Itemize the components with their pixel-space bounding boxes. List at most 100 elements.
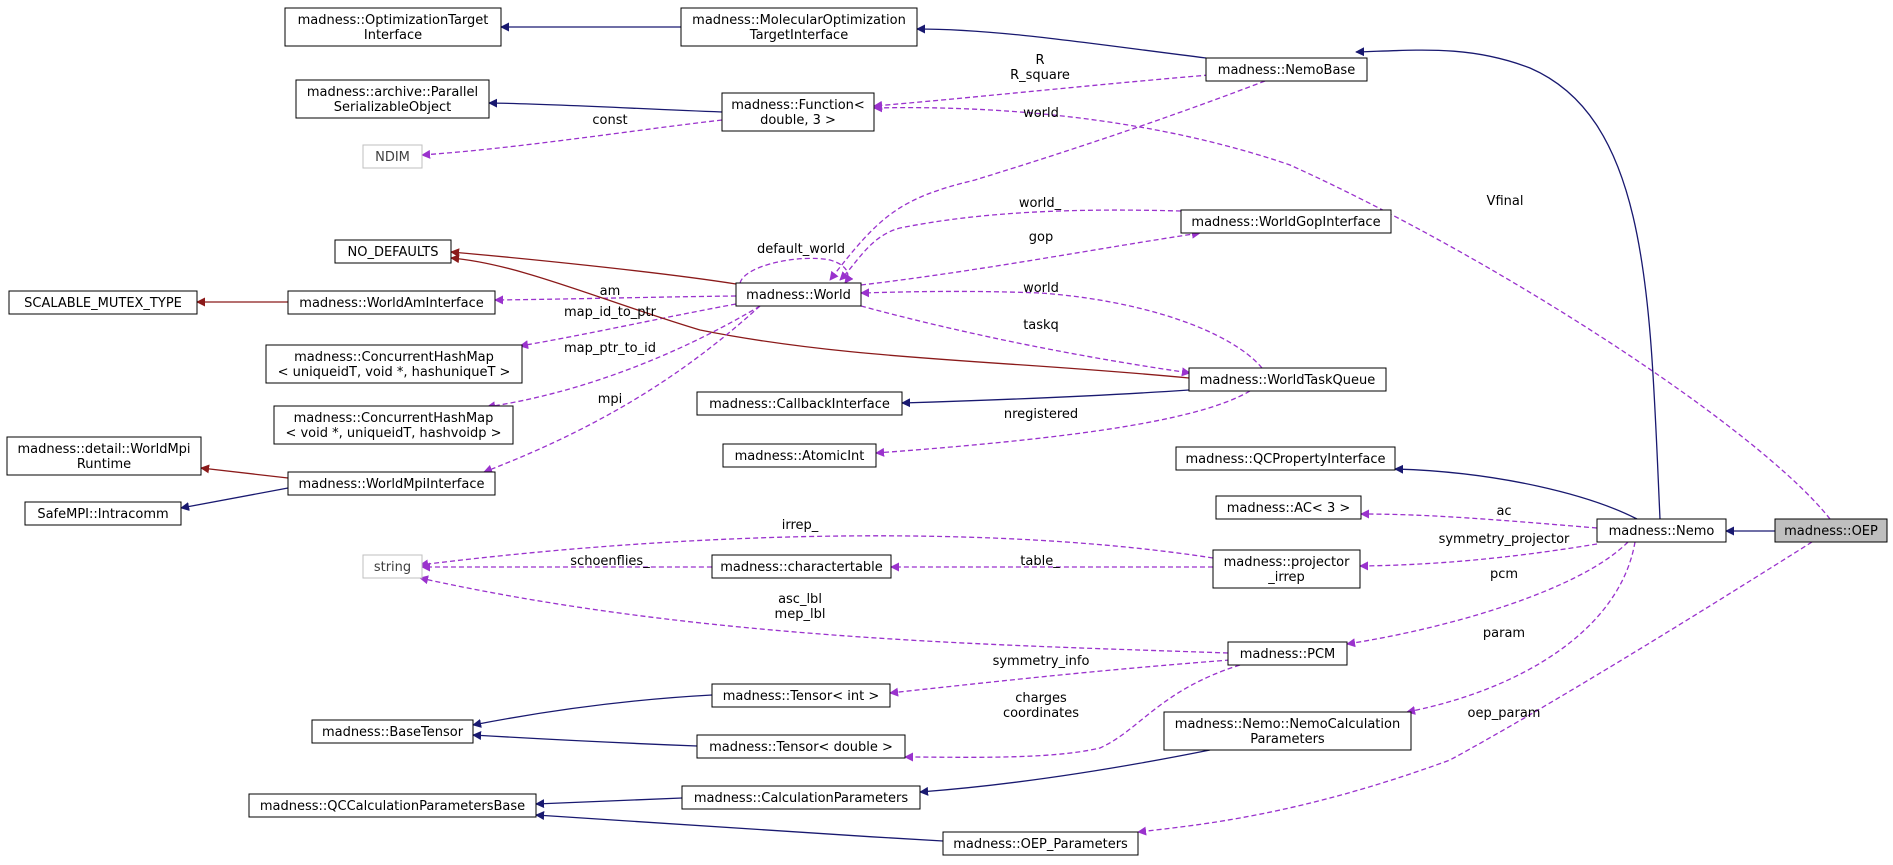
- edge-taskq-nregistered: [875, 390, 1251, 457]
- node-safempi-intracomm[interactable]: SafeMPI::Intracomm: [24, 501, 182, 526]
- node-world-am-interface[interactable]: madness::WorldAmInterface: [287, 290, 496, 315]
- node-box[interactable]: [711, 683, 891, 708]
- node-box[interactable]: [1188, 367, 1387, 392]
- node-charactertable[interactable]: madness::charactertable: [711, 554, 892, 579]
- edge-label-oep-param: oep_param: [1468, 706, 1541, 721]
- node-box[interactable]: [1212, 549, 1361, 589]
- node-world-gop-interface[interactable]: madness::WorldGopInterface: [1180, 209, 1392, 234]
- node-atomic-int[interactable]: madness::AtomicInt: [722, 443, 877, 468]
- edge-label-taskq: taskq: [1023, 318, 1059, 333]
- node-box[interactable]: [696, 734, 906, 759]
- node-box[interactable]: [311, 719, 474, 744]
- node-box[interactable]: [362, 144, 423, 169]
- node-nemo-base[interactable]: madness::NemoBase: [1205, 57, 1368, 82]
- node-box[interactable]: [24, 501, 182, 526]
- node-box[interactable]: [284, 7, 502, 47]
- edge-label-const: const: [592, 113, 627, 128]
- node-box[interactable]: [1774, 518, 1888, 543]
- node-qc-calculation-parameters-base[interactable]: madness::QCCalculationParametersBase: [248, 793, 537, 818]
- node-concurrent-hash-map-voidptr[interactable]: madness::ConcurrentHashMap< void *, uniq…: [273, 405, 514, 445]
- edge-label-line: coordinates: [1003, 706, 1079, 721]
- node-label: madness::AC< 3 >: [1227, 501, 1351, 516]
- node-box[interactable]: [711, 554, 892, 579]
- node-box[interactable]: [248, 793, 537, 818]
- node-label: madness::CalculationParameters: [694, 791, 909, 806]
- edge-label-param: param: [1483, 626, 1525, 641]
- edge-oep-params-to-qcbase: [535, 811, 944, 842]
- node-box[interactable]: [1227, 641, 1348, 666]
- node-nemo[interactable]: madness::Nemo: [1596, 518, 1727, 543]
- node-base-tensor[interactable]: madness::BaseTensor: [311, 719, 474, 744]
- node-label-line: TargetInterface: [749, 28, 848, 43]
- node-callback-interface[interactable]: madness::CallbackInterface: [696, 391, 903, 416]
- node-function-double-3[interactable]: madness::Function<double, 3 >: [721, 92, 875, 132]
- node-box[interactable]: [362, 554, 423, 579]
- node-label-line: madness::CallbackInterface: [709, 397, 890, 412]
- node-box[interactable]: [265, 344, 523, 384]
- node-label-line: Runtime: [77, 457, 131, 472]
- edge-label-line: const: [592, 113, 627, 128]
- edge-pcm-symmetry-info: [889, 659, 1231, 697]
- edge-label-pcm: pcm: [1490, 567, 1518, 582]
- node-label-line: madness::World: [746, 288, 851, 303]
- node-label-line: < void *, uniqueidT, hashvoidp >: [285, 426, 501, 441]
- node-label-line: madness::WorldTaskQueue: [1200, 373, 1375, 388]
- node-box[interactable]: [1175, 446, 1396, 471]
- node-oep[interactable]: madness::OEP: [1774, 518, 1888, 543]
- node-box[interactable]: [287, 290, 496, 315]
- node-box[interactable]: [735, 282, 862, 307]
- node-box[interactable]: [8, 290, 198, 315]
- node-world-task-queue[interactable]: madness::WorldTaskQueue: [1188, 367, 1387, 392]
- node-world-mpi-interface[interactable]: madness::WorldMpiInterface: [287, 471, 496, 496]
- node-pcm[interactable]: madness::PCM: [1227, 641, 1348, 666]
- edge-mpi-to-intracomm: [180, 487, 289, 511]
- edge-gop-world-underscore: [839, 209, 1182, 281]
- edge-label-line: charges: [1015, 691, 1067, 706]
- node-no-defaults[interactable]: NO_DEFAULTS: [334, 239, 452, 264]
- node-box[interactable]: [696, 391, 903, 416]
- node-tensor-double[interactable]: madness::Tensor< double >: [696, 734, 906, 759]
- node-box[interactable]: [287, 471, 496, 496]
- node-box[interactable]: [6, 436, 202, 476]
- node-label: madness::QCCalculationParametersBase: [260, 799, 525, 814]
- node-qc-property-interface[interactable]: madness::QCPropertyInterface: [1175, 446, 1396, 471]
- node-world[interactable]: madness::World: [735, 282, 862, 307]
- edge-label-ac: ac: [1496, 504, 1511, 519]
- edge-label-world-1: world: [1023, 106, 1059, 121]
- node-box[interactable]: [1205, 57, 1368, 82]
- node-calculation-parameters[interactable]: madness::CalculationParameters: [681, 785, 921, 810]
- node-tensor-int[interactable]: madness::Tensor< int >: [711, 683, 891, 708]
- node-box[interactable]: [680, 7, 918, 47]
- node-box[interactable]: [295, 79, 490, 119]
- node-box[interactable]: [942, 831, 1139, 856]
- edge-label-line: world: [1023, 106, 1059, 121]
- node-box[interactable]: [722, 443, 877, 468]
- node-box[interactable]: [1596, 518, 1727, 543]
- node-label-line: madness::WorldGopInterface: [1191, 215, 1380, 230]
- node-string[interactable]: string: [362, 554, 423, 579]
- node-box[interactable]: [721, 92, 875, 132]
- node-label-line: NDIM: [375, 150, 410, 165]
- node-box[interactable]: [273, 405, 514, 445]
- node-projector-irrep[interactable]: madness::projector_irrep: [1212, 549, 1361, 589]
- edge-label-line: R_square: [1010, 68, 1070, 83]
- edge-label-nregistered: nregistered: [1004, 407, 1078, 422]
- node-concurrent-hash-map-uniqueid[interactable]: madness::ConcurrentHashMap< uniqueidT, v…: [265, 344, 523, 384]
- node-box[interactable]: [1163, 711, 1412, 751]
- node-oep-parameters[interactable]: madness::OEP_Parameters: [942, 831, 1139, 856]
- node-ac-3[interactable]: madness::AC< 3 >: [1215, 495, 1362, 520]
- node-box[interactable]: [1215, 495, 1362, 520]
- node-box[interactable]: [1180, 209, 1392, 234]
- node-ndim[interactable]: NDIM: [362, 144, 423, 169]
- node-box[interactable]: [681, 785, 921, 810]
- node-box[interactable]: [334, 239, 452, 264]
- node-scalable-mutex-type[interactable]: SCALABLE_MUTEX_TYPE: [8, 290, 198, 315]
- node-label: madness::BaseTensor: [322, 725, 464, 740]
